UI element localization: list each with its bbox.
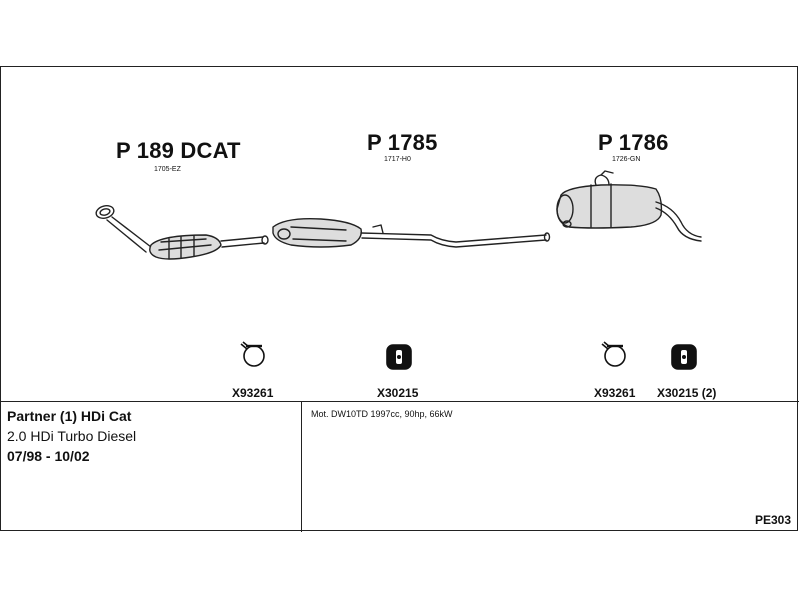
accessory-icons (240, 341, 697, 370)
accessory-label-clamp-2: X93261 (594, 386, 636, 400)
accessory-label-mount-2: X30215 (2) (657, 386, 717, 400)
rubber-mount-icon (671, 344, 697, 370)
engine-spec: Mot. DW10TD 1997cc, 90hp, 66kW (311, 409, 453, 419)
accessory-label-mount-1: X30215 (377, 386, 419, 400)
part-subnumber-middle-silencer: 1717-H0 (384, 156, 411, 163)
part-subnumber-rear-silencer: 1726-GN (612, 156, 641, 163)
part-number-catalyst: P 189 DCAT (116, 138, 241, 163)
clamp-icon (240, 341, 265, 367)
vehicle-model: Partner (1) HDi Cat (7, 408, 132, 424)
catalyst-part (95, 205, 269, 260)
exhaust-diagram-sheet: P 189 DCAT 1705-EZ P 1785 1717-H0 P 1786… (0, 66, 799, 532)
middle-silencer-part (272, 217, 551, 248)
vertical-divider (301, 401, 302, 532)
horizontal-divider (1, 401, 799, 402)
part-subnumber-catalyst: 1705-EZ (154, 166, 181, 173)
rubber-mount-icon (386, 344, 412, 370)
part-number-rear-silencer: P 1786 (598, 130, 669, 155)
accessory-label-clamp-1: X93261 (232, 386, 274, 400)
exhaust-system-drawing (95, 170, 702, 370)
vehicle-years: 07/98 - 10/02 (7, 448, 90, 464)
vehicle-engine: 2.0 HDi Turbo Diesel (7, 428, 137, 444)
diagram-code: PE303 (754, 513, 791, 527)
part-number-middle-silencer: P 1785 (367, 130, 438, 155)
rear-silencer-part (556, 170, 702, 242)
clamp-icon (601, 341, 626, 367)
